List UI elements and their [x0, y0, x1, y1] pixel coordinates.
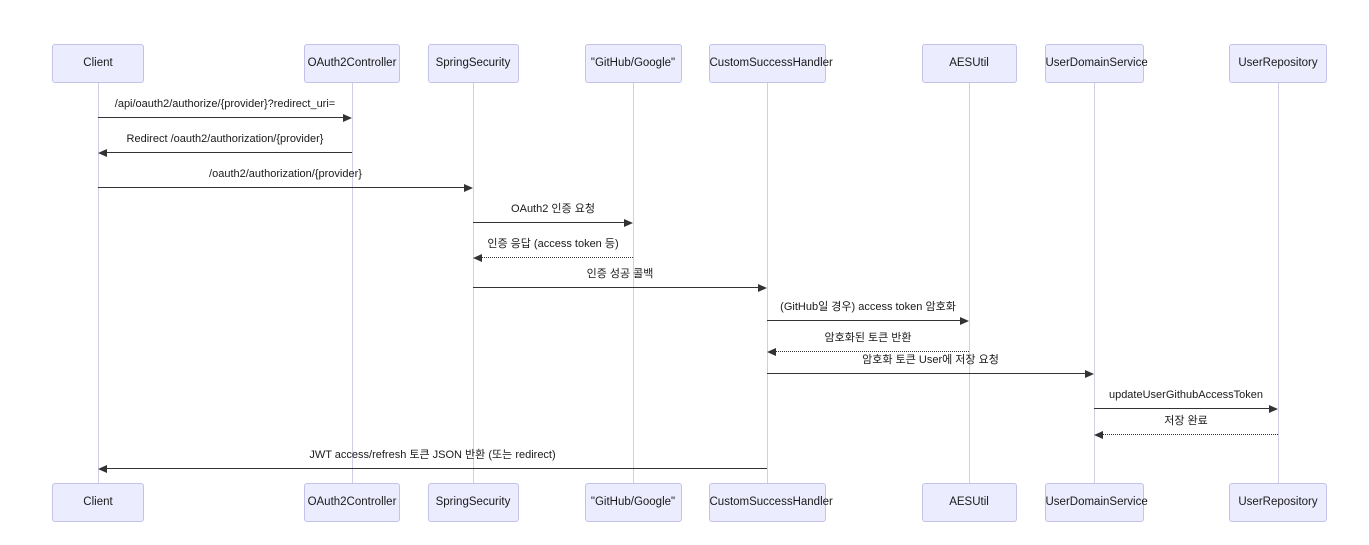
participant-springsecurity-top: SpringSecurity	[427, 44, 519, 83]
message-label-10: updateUserGithubAccessToken	[1108, 389, 1264, 401]
message-line-11	[1102, 434, 1278, 435]
participant-github-google-top: "GitHub/Google"	[584, 44, 682, 83]
message-line-10	[1094, 408, 1270, 409]
message-label-11: 저장 완료	[1164, 415, 1208, 427]
participant-aesutil-top: AESUtil	[921, 44, 1017, 83]
message-line-4	[473, 222, 625, 223]
message-line-9	[767, 373, 1086, 374]
message-label-8: 암호화된 토큰 반환	[824, 332, 912, 344]
message-arrowhead-icon	[1269, 405, 1278, 413]
lifeline-userrepository	[1278, 83, 1279, 484]
participant-customsuccesshandler-bottom: CustomSuccessHandler	[708, 483, 833, 522]
lifeline-customsuccesshandler	[767, 83, 768, 484]
message-line-2	[106, 152, 352, 153]
message-arrowhead-icon	[464, 184, 473, 192]
participant-oauth2controller-bottom: OAuth2Controller	[304, 483, 400, 522]
message-line-12	[106, 468, 767, 469]
message-line-3	[98, 187, 465, 188]
message-arrowhead-icon	[473, 254, 482, 262]
message-line-8	[775, 351, 969, 352]
message-arrowhead-icon	[1094, 431, 1103, 439]
message-arrowhead-icon	[758, 284, 767, 292]
message-label-6: 인증 성공 콜백	[586, 268, 654, 280]
message-arrowhead-icon	[960, 317, 969, 325]
message-arrowhead-icon	[624, 219, 633, 227]
message-label-1: /api/oauth2/authorize/{provider}?redirec…	[114, 98, 336, 110]
message-label-9: 암호화 토큰 User에 저장 요청	[862, 354, 999, 366]
message-arrowhead-icon	[343, 114, 352, 122]
message-arrowhead-icon	[1085, 370, 1094, 378]
lifeline-client	[98, 83, 99, 484]
participant-userrepository-top: UserRepository	[1229, 44, 1327, 83]
participant-client-top: Client	[52, 44, 144, 83]
message-line-5	[481, 257, 633, 258]
participant-oauth2controller-top: OAuth2Controller	[304, 44, 400, 83]
participant-aesutil-bottom: AESUtil	[921, 483, 1017, 522]
lifeline-springsecurity	[473, 83, 474, 484]
participant-userdomainservice-top: UserDomainService	[1044, 44, 1148, 83]
message-arrowhead-icon	[98, 149, 107, 157]
message-label-3: /oauth2/authorization/{provider}	[209, 168, 362, 180]
participant-client-bottom: Client	[52, 483, 144, 522]
message-arrowhead-icon	[98, 465, 107, 473]
message-label-5: 인증 응답 (access token 등)	[487, 238, 619, 250]
message-arrowhead-icon	[767, 348, 776, 356]
message-label-7: (GitHub일 경우) access token 암호화	[780, 301, 956, 313]
participant-userrepository-bottom: UserRepository	[1229, 483, 1327, 522]
message-line-1	[98, 117, 344, 118]
message-line-7	[767, 320, 961, 321]
message-label-12: JWT access/refresh 토큰 JSON 반환 (또는 redire…	[309, 449, 556, 461]
message-label-4: OAuth2 인증 요청	[511, 203, 595, 215]
lifeline-aesutil	[969, 83, 970, 484]
lifeline-userdomainservice	[1094, 83, 1095, 484]
lifeline-oauth2controller	[352, 83, 353, 484]
message-label-2: Redirect /oauth2/authorization/{provider…	[126, 133, 324, 145]
lifeline-github-google	[633, 83, 634, 484]
message-line-6	[473, 287, 759, 288]
participant-github-google-bottom: "GitHub/Google"	[584, 483, 682, 522]
participant-springsecurity-bottom: SpringSecurity	[427, 483, 519, 522]
participant-userdomainservice-bottom: UserDomainService	[1044, 483, 1148, 522]
participant-customsuccesshandler-top: CustomSuccessHandler	[708, 44, 833, 83]
